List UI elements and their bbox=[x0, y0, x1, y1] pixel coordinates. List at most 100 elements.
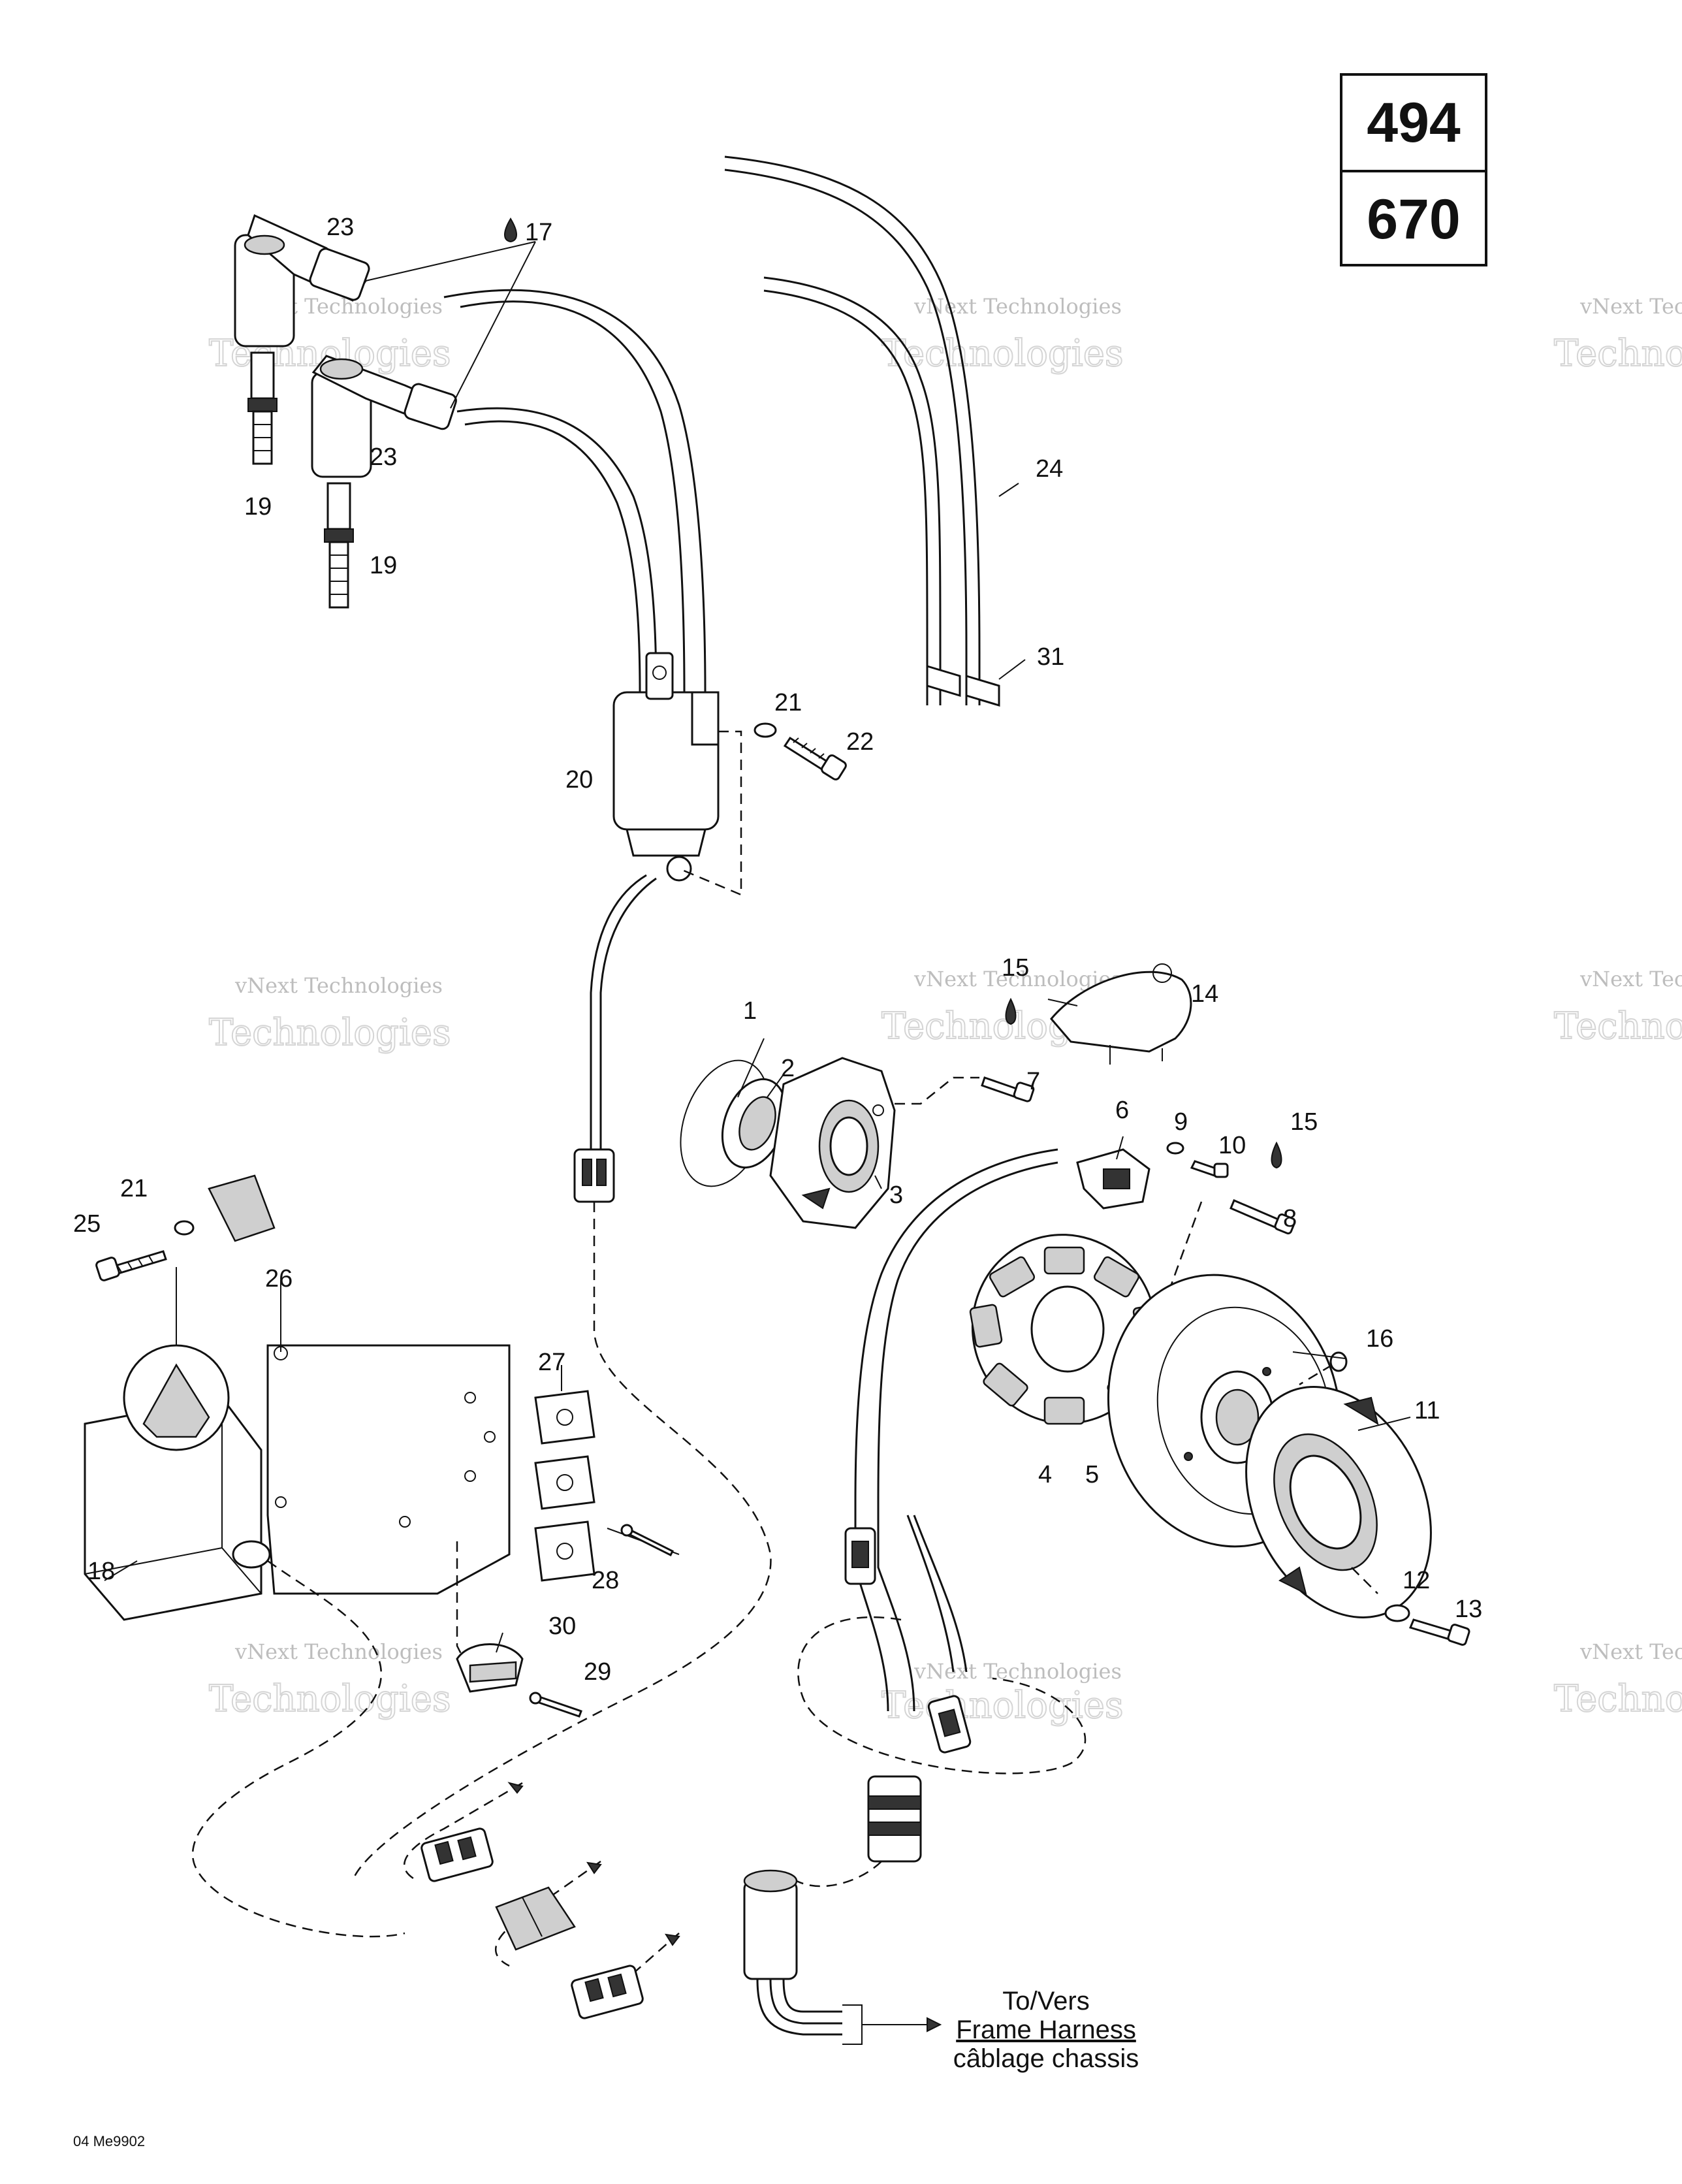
part-callout: 29 bbox=[584, 1658, 611, 1686]
watermark-text: Technologies bbox=[209, 1678, 451, 1720]
part-callout: 22 bbox=[846, 728, 874, 756]
woodruff-key bbox=[1329, 1351, 1348, 1372]
harness-note-line: To/Vers bbox=[1002, 1987, 1090, 2015]
washer bbox=[754, 722, 777, 738]
part-callout: 9 bbox=[1174, 1108, 1188, 1136]
part-callout: 3 bbox=[889, 1181, 903, 1209]
watermark-text: Technologies bbox=[1554, 332, 1682, 375]
rivet bbox=[529, 1692, 582, 1718]
part-callout: 8 bbox=[1283, 1205, 1297, 1232]
part-callout: 10 bbox=[1218, 1132, 1246, 1159]
grease-drop-icon bbox=[1271, 1141, 1282, 1169]
harness-note-line: Frame Harness bbox=[956, 2015, 1136, 2044]
document-code: 04 Me9902 bbox=[73, 2133, 146, 2149]
part-callout: 27 bbox=[538, 1349, 565, 1376]
part-callout: 6 bbox=[1115, 1097, 1129, 1124]
high-tension-wire bbox=[443, 289, 706, 693]
terminal-block bbox=[534, 1455, 595, 1510]
spark-plug bbox=[247, 351, 278, 465]
assembly-dashed-line bbox=[191, 1560, 405, 1938]
watermark-text: vNext Technologies bbox=[913, 1659, 1122, 1684]
wire-connector bbox=[420, 1827, 494, 1882]
part-callout: 4 bbox=[1038, 1461, 1052, 1488]
watermark-text: Technologies bbox=[881, 332, 1124, 375]
part-callout: 28 bbox=[592, 1567, 619, 1594]
grease-drop-icon bbox=[1005, 997, 1017, 1025]
wire-connector bbox=[927, 1695, 972, 1754]
wire-harness bbox=[724, 155, 981, 654]
assembly-dashed-line bbox=[678, 730, 742, 896]
callout-leaders bbox=[104, 483, 1411, 1653]
watermark-text: vNext Technologies bbox=[913, 294, 1122, 319]
watermark-text: Technologies bbox=[1554, 1005, 1682, 1048]
harness-note-line: câblage chassis bbox=[953, 2044, 1139, 2073]
watermark-text: vNext Technologies bbox=[913, 967, 1122, 991]
assembly-dashed-line bbox=[351, 1202, 772, 1882]
part-callout: 30 bbox=[548, 1613, 576, 1640]
spark-plug bbox=[324, 482, 354, 609]
watermark-text: Technologies bbox=[881, 1684, 1124, 1727]
main-connector bbox=[867, 1775, 922, 1863]
watermark-text: Technologies bbox=[209, 1012, 451, 1054]
high-tension-wire bbox=[464, 420, 641, 693]
model-number-box: 494 670 bbox=[1340, 73, 1487, 266]
part-callout: 15 bbox=[1290, 1108, 1318, 1136]
watermark-text: vNext Technologies bbox=[1579, 967, 1682, 991]
high-tension-wire bbox=[460, 300, 686, 693]
part-callout: 15 bbox=[1002, 954, 1029, 982]
part-callout: 23 bbox=[326, 214, 354, 241]
part-callout: 21 bbox=[774, 689, 802, 716]
leader-line bbox=[842, 2004, 927, 2045]
watermark-text: vNext Technologies bbox=[1579, 1639, 1682, 1664]
part-callout: 25 bbox=[73, 1210, 101, 1238]
ignition-coil bbox=[612, 652, 720, 882]
part-callout: 23 bbox=[370, 443, 397, 471]
part-callout: 31 bbox=[1037, 643, 1064, 671]
part-callout: 1 bbox=[743, 997, 757, 1025]
spark-plug-cap bbox=[234, 214, 370, 347]
assembly-dashed-line bbox=[895, 1076, 979, 1105]
watermark-text: vNext Technologies bbox=[1579, 294, 1682, 319]
watermark-text: vNext Technologies bbox=[234, 1639, 443, 1664]
stator-cover bbox=[1050, 963, 1192, 1065]
leader-line bbox=[365, 241, 536, 409]
wire-connector bbox=[571, 1965, 644, 2019]
arrow-icon bbox=[665, 1933, 680, 1946]
assembly-dashed-line bbox=[404, 1782, 523, 1882]
frame-harness-connector bbox=[743, 1869, 842, 2036]
part-callout: 11 bbox=[1414, 1397, 1440, 1424]
screw bbox=[981, 1076, 1035, 1102]
mounting-bracket bbox=[266, 1344, 511, 1673]
magneto-harness bbox=[906, 1515, 955, 1673]
arrow-icon bbox=[507, 1782, 524, 1794]
model-number: 494 bbox=[1342, 76, 1485, 172]
high-tension-wire bbox=[456, 407, 658, 693]
model-number: 670 bbox=[1367, 187, 1461, 251]
part-callout: 2 bbox=[781, 1055, 795, 1082]
magneto-harness bbox=[913, 1515, 968, 1673]
assembly-dashed-line bbox=[1351, 1567, 1378, 1594]
arrow-icon bbox=[586, 1861, 602, 1874]
arrow-icon bbox=[927, 2017, 942, 2032]
part-callout: 26 bbox=[265, 1265, 293, 1293]
primary-wire bbox=[590, 874, 647, 1149]
trigger-wheel bbox=[1245, 1386, 1432, 1618]
rivet bbox=[620, 1524, 674, 1557]
assembly-dashed-line bbox=[797, 1616, 1087, 1774]
frame-harness-note: To/Vers Frame Harness câblage chassis bbox=[935, 1987, 1157, 2073]
grease-drop-icon bbox=[504, 217, 517, 243]
trigger-wire bbox=[854, 1148, 1058, 1503]
wire-harness bbox=[763, 289, 928, 654]
wire-harness bbox=[724, 169, 968, 654]
screw bbox=[1230, 1199, 1296, 1234]
terminal-block bbox=[534, 1390, 595, 1445]
part-callout: 14 bbox=[1191, 980, 1218, 1008]
wire-connector bbox=[573, 1148, 615, 1203]
washer bbox=[1166, 1142, 1184, 1155]
part-callout: 5 bbox=[1085, 1461, 1099, 1488]
part-callout: 19 bbox=[244, 493, 272, 521]
washer bbox=[174, 1220, 195, 1236]
screw bbox=[1408, 1618, 1470, 1646]
